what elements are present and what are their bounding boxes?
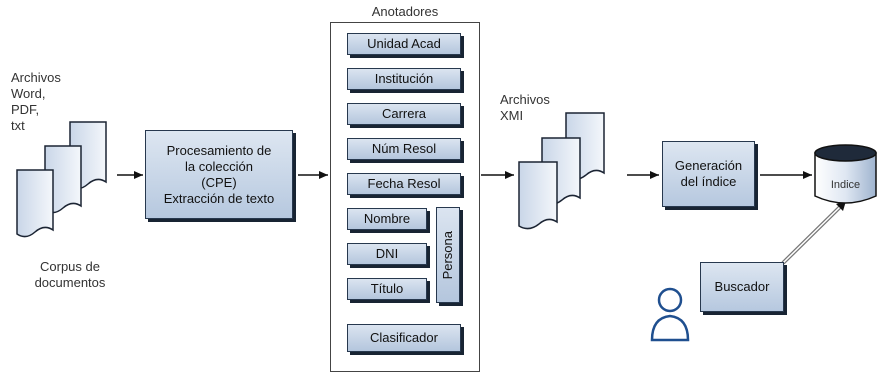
anotadores-title: Anotadores: [371, 4, 439, 19]
archivos-left-label: Archivos Word, PDF, txt: [11, 70, 61, 134]
annotator-fecha-resol: Fecha Resol: [347, 173, 461, 195]
process-line: la colección: [185, 158, 253, 174]
corpus-line: documentos: [34, 275, 106, 290]
connector-buscador-indice: [781, 201, 846, 265]
archivos-line: Word,: [11, 86, 46, 101]
annotator-clasificador: Clasificador: [347, 324, 461, 352]
archivos-line: PDF,: [11, 102, 40, 117]
annotator-unidad-acad: Unidad Acad: [347, 33, 461, 55]
generacion-line: Generación: [674, 158, 743, 173]
annotator-nombre: Nombre: [347, 208, 427, 230]
annotator-carrera: Carrera: [347, 103, 461, 125]
archivos-line: txt: [11, 118, 25, 133]
process-box: Procesamiento de la colección (CPE) Extr…: [145, 130, 293, 219]
archivos-xmi-label: Archivos XMI: [500, 92, 550, 124]
annotator-persona: Persona: [436, 207, 460, 303]
generacion-box: Generación del índice: [662, 141, 755, 207]
document-stack-xmi: [518, 112, 605, 230]
generacion-line: del índice: [680, 174, 737, 189]
process-line: (CPE): [201, 174, 237, 190]
document-stack-left: [16, 121, 107, 238]
annotator-titulo: Título: [347, 278, 427, 300]
annotator-institucion: Institución: [347, 68, 461, 90]
corpus-line: Corpus de: [40, 259, 100, 274]
annotator-dni: DNI: [347, 243, 427, 265]
archivos-line: Archivos: [11, 70, 61, 85]
archivos-xmi-line: Archivos: [500, 92, 550, 107]
document-icon: [16, 169, 54, 238]
buscador-box: Buscador: [700, 262, 784, 312]
process-line: Procesamiento de: [166, 142, 272, 158]
archivos-xmi-line: XMI: [500, 108, 524, 123]
user-icon: [650, 287, 690, 342]
persona-label: Persona: [440, 230, 455, 280]
corpus-label: Corpus de documentos: [20, 259, 120, 291]
indice-label: Indice: [830, 179, 861, 191]
document-icon: [518, 161, 558, 230]
process-line: Extracción de texto: [163, 190, 275, 206]
database-icon: [814, 144, 877, 204]
annotator-num-resol: Núm Resol: [347, 138, 461, 160]
